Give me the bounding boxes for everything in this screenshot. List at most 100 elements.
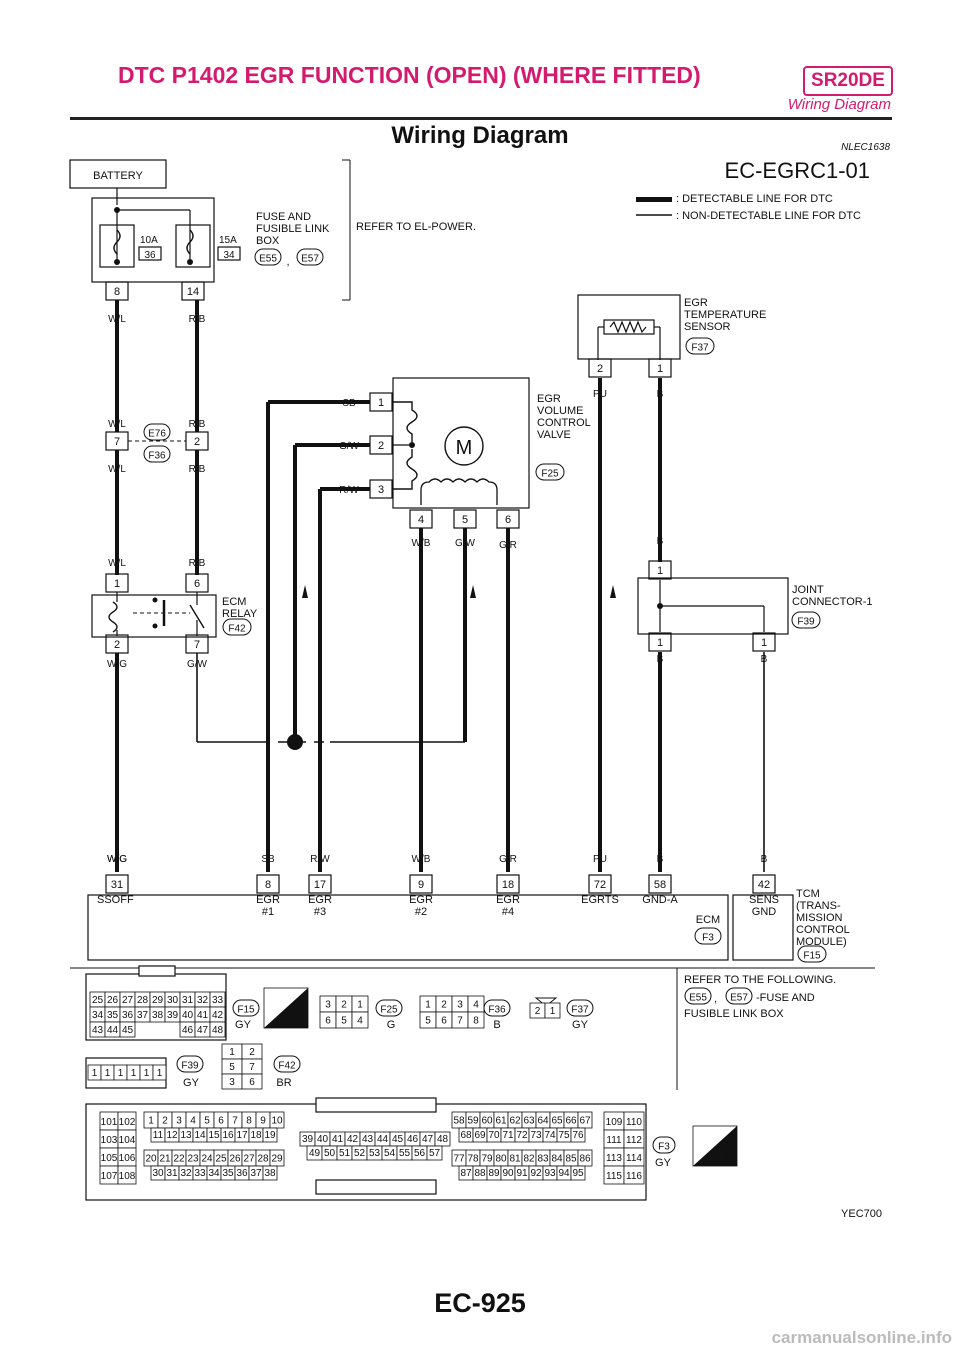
wire-label-rb: R/B: [189, 558, 206, 569]
conn-f3-b3-cell-label: 82: [523, 1154, 535, 1165]
conn-f15-cell: [119, 1021, 136, 1038]
page-header-subtitle: Wiring Diagram: [787, 96, 891, 113]
egr-sensor-label: EGR: [684, 297, 708, 309]
ecm-pin-18: 18: [502, 879, 514, 891]
conn-f3-left-cell-label: 107: [101, 1171, 118, 1182]
conn-f3-b3-cell-label: 59: [467, 1116, 479, 1127]
conn-f15-cell-label: 33: [212, 995, 224, 1006]
conn-f25-id-pill: [375, 999, 403, 1017]
tcm-outline: [732, 894, 794, 961]
fuse2-no-box: [217, 246, 241, 261]
fuse-box-label: BOX: [256, 235, 280, 247]
conn-f39-id-pill: [176, 1055, 204, 1073]
fuse1-no: 36: [144, 250, 156, 261]
conn-f39-color: GY: [183, 1077, 200, 1089]
ecm-pin-8-box: [256, 874, 280, 894]
conn-f15-color: GY: [235, 1019, 252, 1031]
conn-f3-b1-cell-label: 6: [218, 1116, 224, 1127]
ecm-conn-f3: F3: [702, 933, 714, 944]
conn-f15-cell-label: 27: [122, 995, 134, 1006]
hs-icon-f15-frame: [263, 987, 309, 1029]
relay-conn-f42-pill: [222, 618, 252, 636]
conn-f3-b1-cell-label: 29: [271, 1154, 283, 1165]
egr-coil-icon: [392, 401, 418, 442]
relay-label: ECM: [222, 596, 246, 608]
conn-f3-b2-cell-label: 40: [317, 1134, 329, 1145]
conn-f3-right-cell-label: 111: [606, 1135, 622, 1146]
conn-f3-b3-cell-label: 81: [509, 1154, 521, 1165]
conn-f3-b1-cell-label: 22: [173, 1154, 185, 1165]
egr-pin-5: 5: [462, 514, 468, 526]
conn-f36-color: B: [493, 1019, 500, 1031]
conn-f3-b1-cell: [262, 1165, 278, 1181]
conn-f3-b1-cell-label: 1: [148, 1116, 154, 1127]
refer-el-power: REFER TO EL-POWER.: [356, 221, 476, 233]
conn-f3-left-cell-label: 103: [101, 1135, 118, 1146]
tcm-terminal-name: SENS: [749, 894, 779, 906]
relay-switch-blade: [189, 604, 205, 629]
ecm-wire-label: PU: [593, 854, 607, 865]
conn-f3-b3-cell-label: 87: [460, 1168, 472, 1179]
refer-fuse-text: -FUSE AND: [756, 992, 815, 1004]
relay-pin-2: 2: [114, 639, 120, 651]
conn-f3-b3-cell-label: 75: [558, 1130, 570, 1141]
hs-icon-f15-text: H.S.: [284, 1014, 304, 1025]
egr-pin-4: 4: [418, 514, 424, 526]
relay-pin-1: 1: [114, 578, 120, 590]
conn-f3-b3-cell-label: 74: [544, 1130, 556, 1141]
conn-f3-b3-cell-label: 62: [509, 1116, 521, 1127]
ecm-outline: [87, 894, 729, 961]
egr-valve-outline: [392, 377, 530, 509]
ecm-wire-label: B: [657, 854, 664, 865]
conn-f3-b1-cell-label: 38: [264, 1168, 276, 1179]
conn-f15-cell-label: 40: [182, 1010, 194, 1021]
conn-f15-cell-label: 48: [212, 1025, 224, 1036]
ecm-conn-f3-pill: [694, 927, 722, 945]
conn-f3-b3-cell-label: 69: [474, 1130, 486, 1141]
conn-f3-b3-cell-label: 73: [530, 1130, 542, 1141]
conn-f3-b3-cell-label: 90: [502, 1168, 514, 1179]
ecm-pin-9-box: [409, 874, 433, 894]
conn-f3-b1-cell-label: 36: [236, 1168, 248, 1179]
conn-f3-b3-cell-label: 63: [523, 1116, 535, 1127]
ecm-terminal-name: #2: [415, 906, 427, 918]
conn-f3-left-cell-label: 104: [119, 1135, 136, 1146]
ecm-terminal-name: EGR: [409, 894, 433, 906]
conn-f36-id-pill: [483, 999, 511, 1017]
conn-f25-cell-label: 4: [357, 1016, 363, 1027]
conn-f15-cell-label: 37: [137, 1010, 149, 1021]
fuse-conn-e57-pill: [296, 248, 324, 266]
tcm-wire-label: B: [761, 854, 768, 865]
conn-f3-b3-cell: [570, 1165, 586, 1181]
conn-f3-b1-cell-label: 25: [215, 1154, 227, 1165]
conn-f3-b2-cell-label: 55: [399, 1148, 411, 1159]
legend-detectable-text: : DETECTABLE LINE FOR DTC: [676, 193, 833, 205]
conn-f3-left-cell: [117, 1165, 137, 1185]
conn-f3-b1-cell-label: 34: [208, 1168, 220, 1179]
tcm-label: (TRANS-: [796, 900, 841, 912]
conn-f3-b1-cell-label: 26: [229, 1154, 241, 1165]
egr-pin-1: 1: [378, 397, 384, 409]
thermistor-box: [603, 319, 655, 335]
conn-f42-cell-label: 5: [229, 1062, 235, 1073]
joint-f36: F36: [148, 451, 166, 462]
conn-f3-b1-cell-label: 23: [187, 1154, 199, 1165]
ecm-pin-31-box: [105, 874, 129, 894]
figure-id: YEC700: [841, 1208, 882, 1220]
conn-f3-left-cell-label: 101: [101, 1117, 118, 1128]
conn-f3-b1-cell-label: 13: [180, 1130, 192, 1141]
wire-label-wl: W/L: [108, 558, 126, 569]
hs-icon-f3-frame: [692, 1125, 738, 1167]
conn-f15-cell-label: 47: [197, 1025, 209, 1036]
fuse-box-label: FUSIBLE LINK: [256, 223, 330, 235]
conn-f3-b3-cell-label: 89: [488, 1168, 500, 1179]
fuse-conn-e55-pill: [254, 248, 282, 266]
conn-f37-latch-icon: [534, 997, 558, 1007]
conn-f3-b3-cell-label: 61: [495, 1116, 507, 1127]
ecm-wire-label: W/G: [107, 854, 127, 865]
conn-f3-b3-cell-label: 66: [565, 1116, 577, 1127]
conn-f3-b1-cell-label: 8: [246, 1116, 252, 1127]
wire-label-wl: W/L: [108, 314, 126, 325]
egr-valve-label: VOLUME: [537, 405, 583, 417]
tcm-label: CONTROL: [796, 924, 850, 936]
